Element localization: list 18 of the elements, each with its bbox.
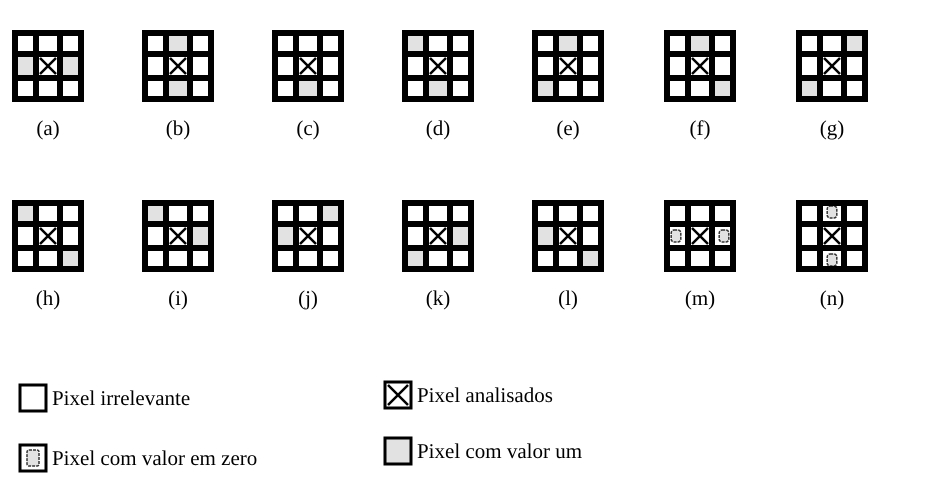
grid-caption: (j)	[297, 286, 319, 311]
grid-caption: (a)	[35, 116, 61, 141]
legend-text: Pixel analisados	[417, 382, 553, 408]
grid-caption: (e)	[555, 116, 581, 141]
grid-caption: (d)	[424, 116, 452, 141]
grid-caption: (g)	[818, 116, 846, 141]
grid-caption: (l)	[557, 286, 579, 311]
legend-text: Pixel irrelevante	[52, 386, 190, 410]
grid-caption: (i)	[167, 286, 189, 311]
grid-caption: (k)	[424, 286, 452, 311]
grid-caption: (h)	[34, 286, 62, 311]
grid-caption: (f)	[688, 116, 712, 141]
grid-caption: (b)	[164, 116, 192, 141]
legend-text: Pixel com valor um	[417, 438, 582, 464]
legend-text: Pixel com valor em zero	[52, 446, 258, 470]
grid-caption: (c)	[295, 116, 321, 141]
grid-caption: (n)	[818, 286, 846, 311]
grid-caption: (m)	[684, 286, 716, 311]
